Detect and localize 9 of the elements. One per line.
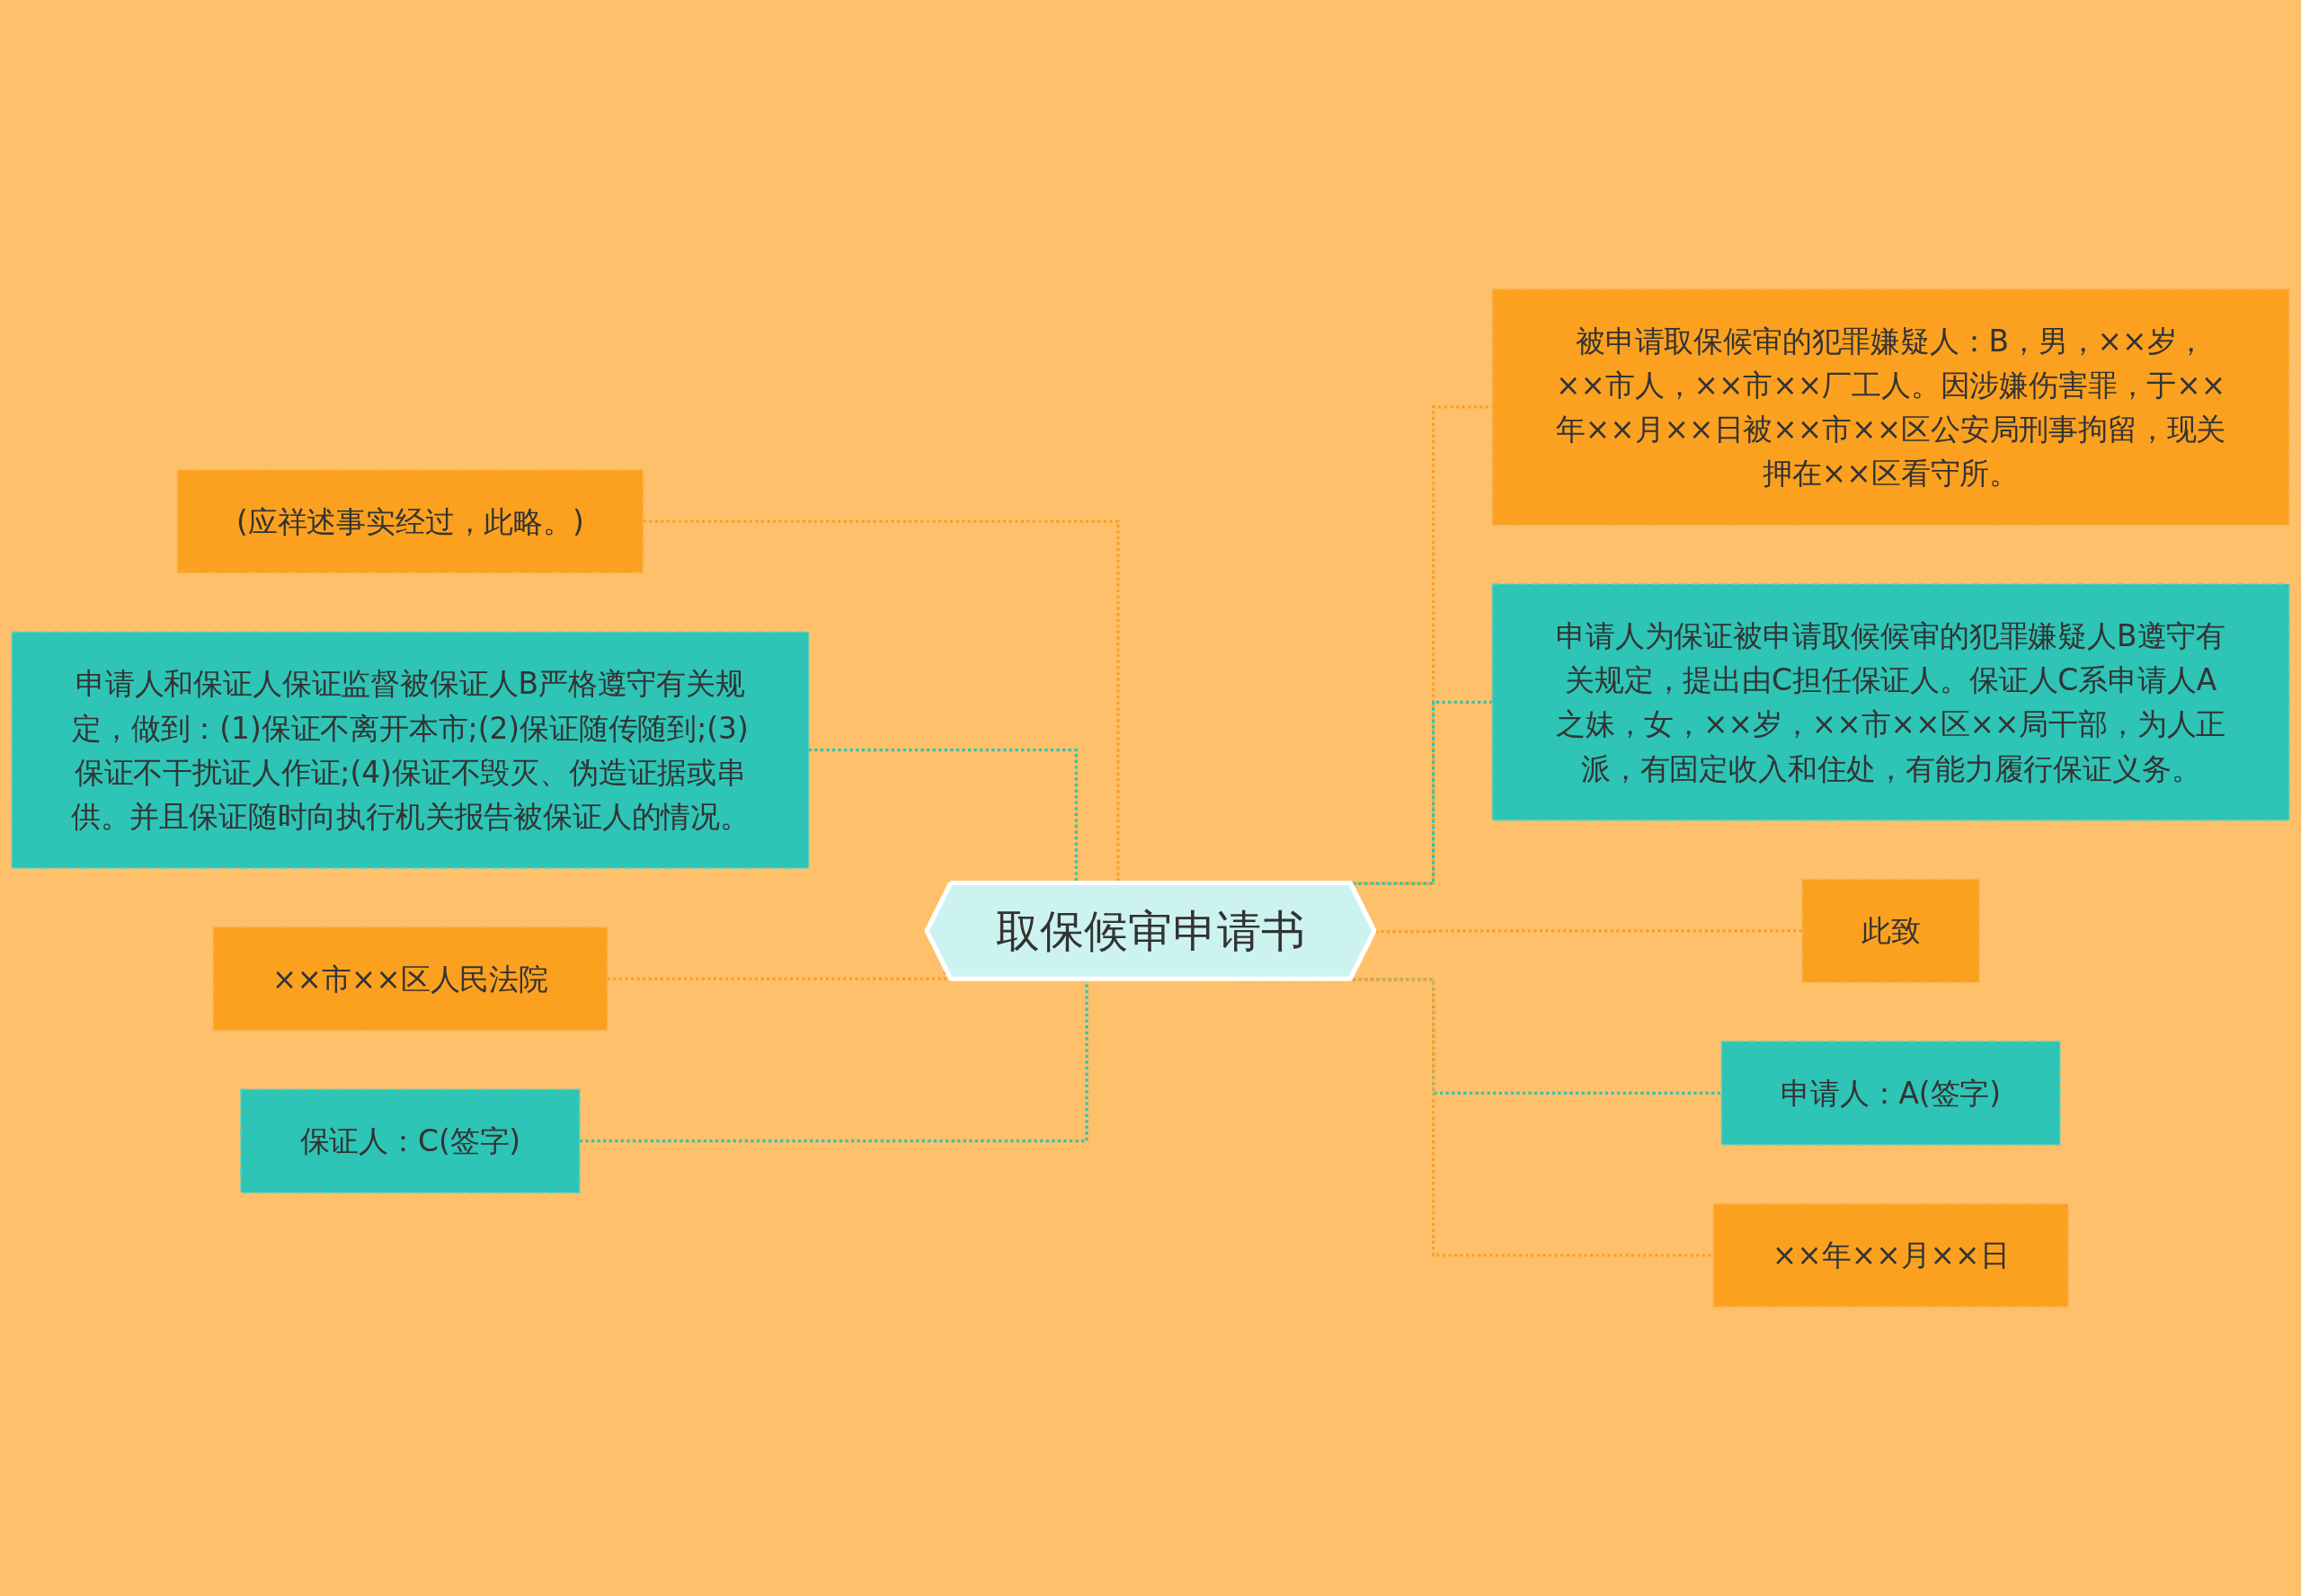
node-box: ××市××区人民法院 <box>212 926 609 1032</box>
node-box: 保证人：C(签字) <box>240 1088 581 1193</box>
node-box: 此致 <box>1801 878 1980 984</box>
node-box: 申请人为保证被申请取候候审的犯罪嫌疑人B遵守有关规定，提出由C担任保证人。保证人C系申请人A之妹，女，××岁，××市××区××局干部，为人正派，有固定收入和住处，有能力履行保证义务。 <box>1491 583 2290 821</box>
node-box: 被申请取保候审的犯罪嫌疑人：B，男，××岁，××市人，××市××厂工人。因涉嫌伤害罪，于××年××月××日被××市××区公安局刑事拘留，现关押在××区看守所。 <box>1491 288 2290 527</box>
node-box: ××年××月××日 <box>1712 1202 2069 1308</box>
node-box: (应祥述事实经过，此略。) <box>176 468 644 574</box>
node-box: 申请人和保证人保证监督被保证人B严格遵守有关规定，做到：(1)保证不离开本市;(2)保证随传随到;(3)保证不干扰证人作证;(4)保证不毁灭、伪造证据或串供。并且保证随时向执行机关报告被保证人的情况。 <box>11 631 810 869</box>
node-box: 申请人：A(签字) <box>1720 1041 2061 1146</box>
